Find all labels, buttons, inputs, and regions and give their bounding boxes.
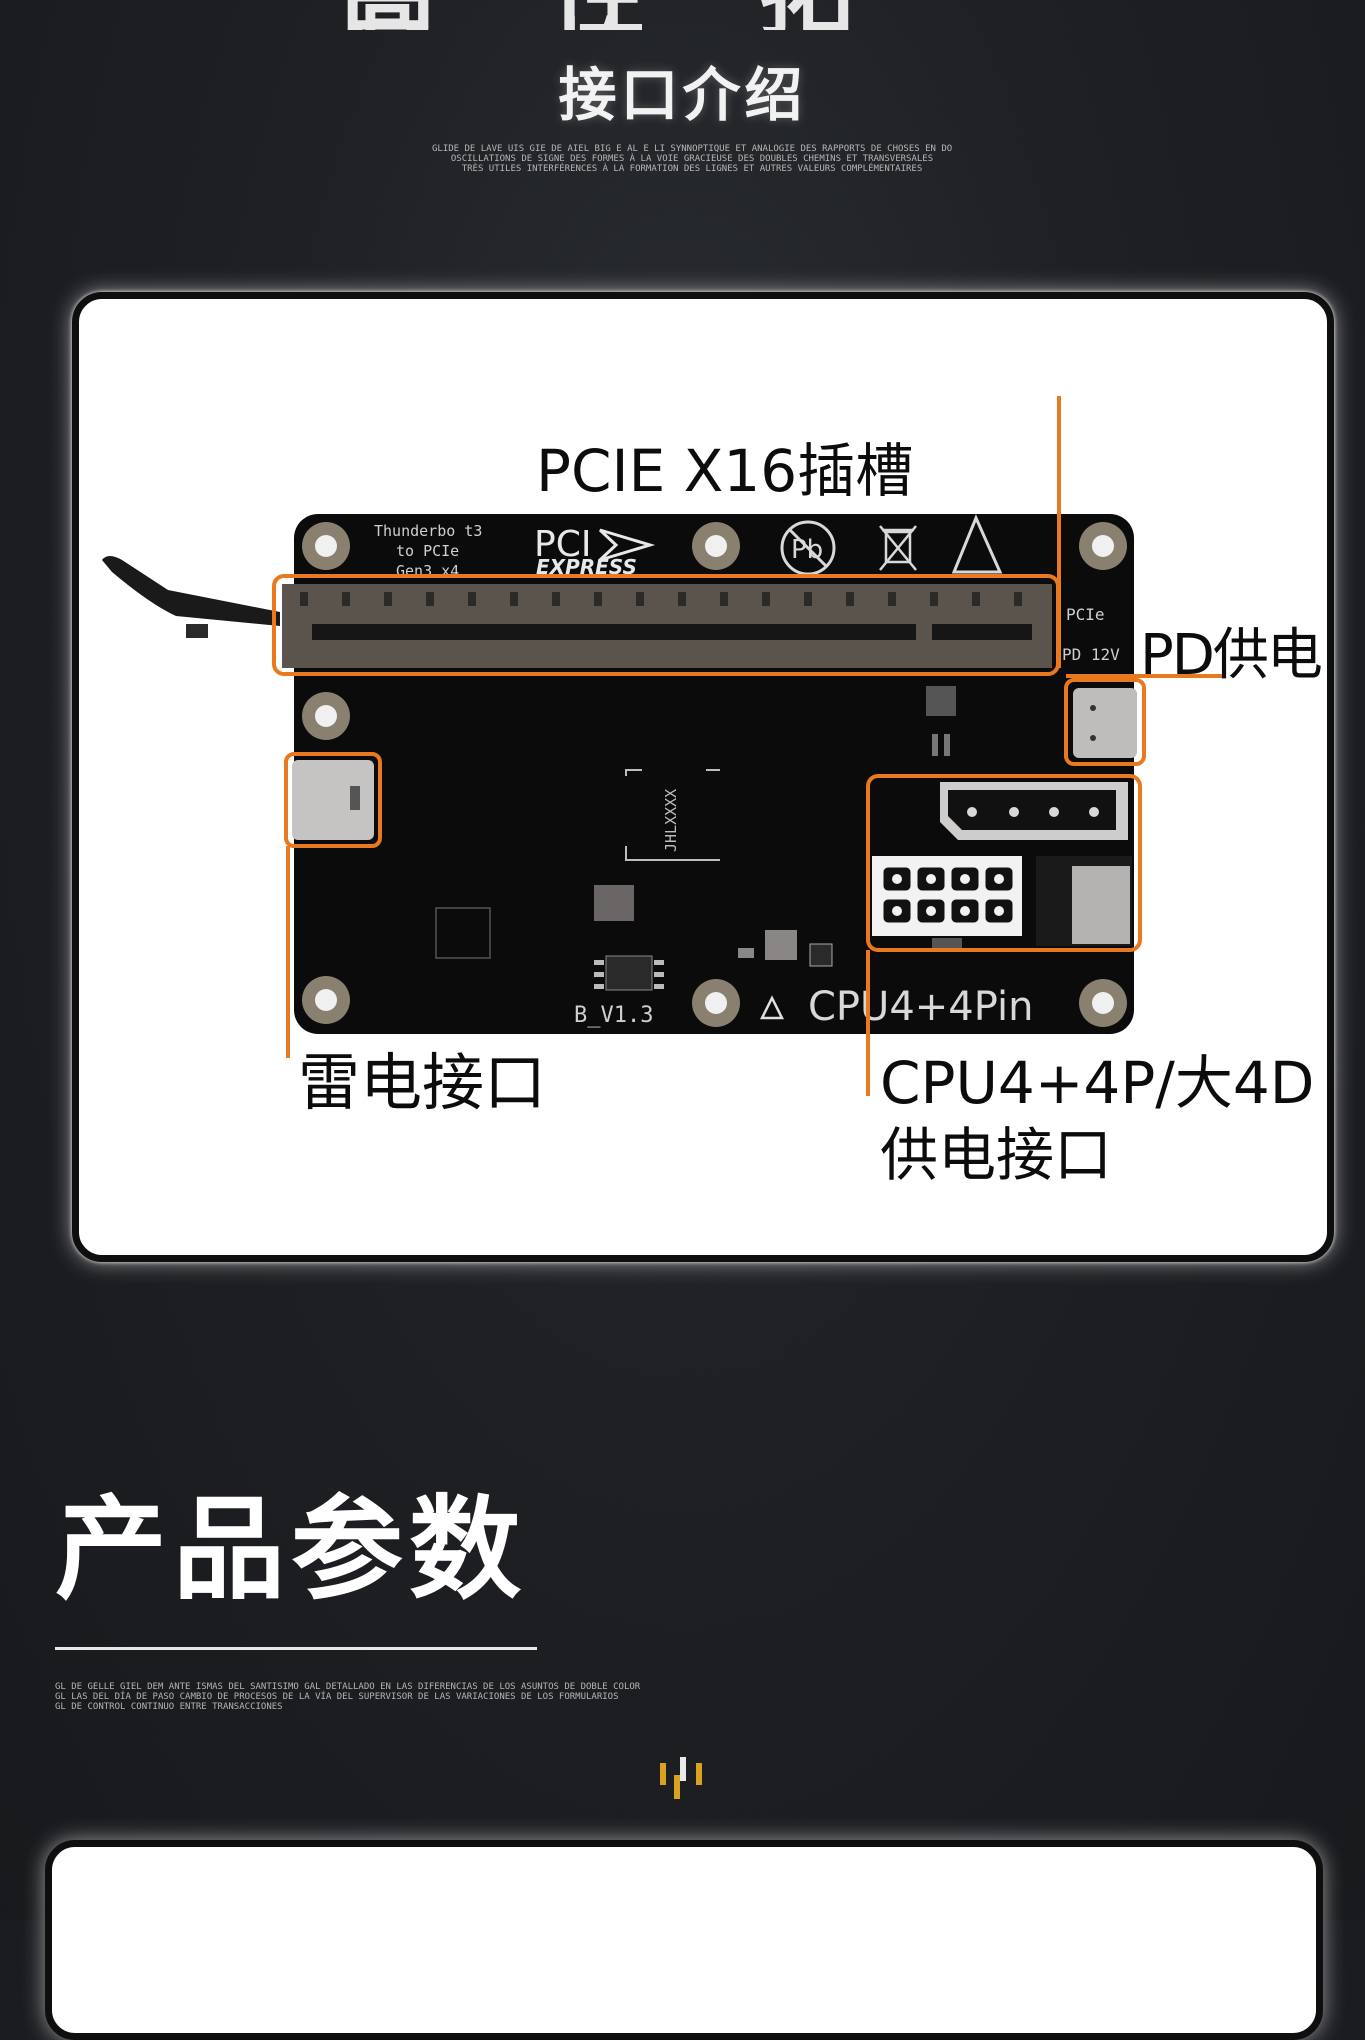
warning-text: CPU4+4Pin bbox=[808, 984, 1033, 1030]
slot-tick bbox=[342, 592, 350, 606]
slot-tick bbox=[384, 592, 392, 606]
silk-brand-1: Thunderbo t3 bbox=[374, 522, 482, 540]
thunderbolt-port bbox=[292, 760, 374, 840]
params-heading: 产品参数 bbox=[55, 1485, 527, 1615]
interface-fine-print: GLIDE DE LAVE UIS GIE DE AIEL BIG E AL E… bbox=[432, 144, 952, 174]
slot-tick bbox=[972, 592, 980, 606]
board-illustration: Thunderbo t3 to PCIe Gen3 x4 PCI EXPRESS… bbox=[102, 396, 1222, 1096]
callout-pd-power: PD供电 bbox=[1140, 623, 1323, 688]
pb-mark: Pb bbox=[791, 535, 823, 565]
fine-print-line: GL DE GELLE GIEL DEM ANTE ISMAS DEL SANT… bbox=[55, 1682, 645, 1692]
slot-label-pcie: PCIe bbox=[1066, 605, 1105, 624]
pd-power-port bbox=[1073, 688, 1137, 758]
slot-tick bbox=[846, 592, 854, 606]
slot-tick bbox=[636, 592, 644, 606]
fine-print-line: GL LAS DEL DÍA DE PASO CAMBIO DE PROCESO… bbox=[55, 1692, 619, 1702]
slot-tick bbox=[510, 592, 518, 606]
callout-box-pd bbox=[1064, 678, 1146, 766]
params-divider bbox=[55, 1647, 537, 1650]
fine-print-line: GLIDE DE LAVE UIS GIE DE AIEL BIG E AL E… bbox=[432, 144, 952, 154]
fine-print-line: OSCILLATIONS DE SIGNE DES FORMES À LA VO… bbox=[450, 154, 934, 164]
pcie-logo-top: PCI bbox=[534, 524, 591, 565]
fine-print-line: GL DE CONTROL CONTINUO ENTRE TRANSACCION… bbox=[55, 1702, 283, 1712]
callout-thunderbolt: 雷电接口 bbox=[298, 1046, 547, 1119]
top-title-partial: 高 性 拓 展 坞 bbox=[340, 0, 1100, 30]
recycle-bin-icon bbox=[879, 525, 917, 571]
pcie-arrow-icon bbox=[598, 528, 656, 562]
slot-tick bbox=[552, 592, 560, 606]
slot-latch-icon bbox=[102, 556, 280, 626]
interface-heading: 接口介绍 bbox=[558, 61, 807, 129]
params-card bbox=[45, 1840, 1323, 2040]
slot-tick bbox=[888, 592, 896, 606]
esd-warning-icon bbox=[951, 514, 1003, 574]
slot-label-pd: PD 12V bbox=[1062, 645, 1120, 664]
params-fine-print: GL DE GELLE GIEL DEM ANTE ISMAS DEL SANT… bbox=[55, 1682, 645, 1712]
fine-print-line: TRÈS UTILES INTERFÉRENCES À LA FORMATION… bbox=[461, 164, 923, 174]
callout-cpu-power-line2: 供电接口 bbox=[880, 1121, 1113, 1189]
slot-tick bbox=[804, 592, 812, 606]
warning-icon bbox=[759, 995, 785, 1020]
slot-tick bbox=[762, 592, 770, 606]
callout-box-thunderbolt bbox=[284, 752, 382, 848]
slot-tick bbox=[678, 592, 686, 606]
slot-tick bbox=[720, 592, 728, 606]
callout-box-cpu bbox=[866, 774, 1142, 952]
chip-label: JHLXXXX bbox=[662, 789, 680, 852]
slot-tick bbox=[426, 592, 434, 606]
version-label: B_V1.3 bbox=[574, 1003, 653, 1028]
slot-tick bbox=[468, 592, 476, 606]
callout-pcie-slot: PCIE X16插槽 bbox=[536, 437, 914, 505]
decorative-bars-icon bbox=[660, 1757, 702, 1799]
slot-tick bbox=[300, 592, 308, 606]
slot-tick bbox=[930, 592, 938, 606]
slot-tick bbox=[594, 592, 602, 606]
chip-outline bbox=[625, 769, 720, 861]
slot-tick bbox=[1014, 592, 1022, 606]
callout-highlights bbox=[272, 396, 1222, 1096]
silk-brand-2: to PCIe bbox=[396, 542, 459, 560]
callout-cpu-power-line1: CPU4+4P/大4D bbox=[880, 1049, 1315, 1117]
